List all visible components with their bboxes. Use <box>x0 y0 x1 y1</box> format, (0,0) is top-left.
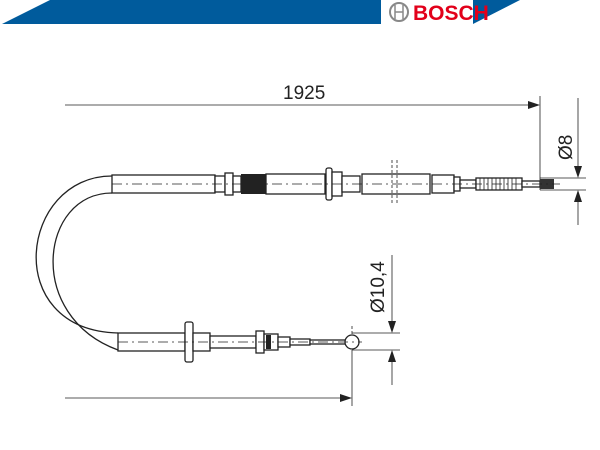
brand-name: BOSCH <box>413 2 489 25</box>
diameter-8-dimension: Ø8 <box>540 98 586 225</box>
diameter-10-4-label: Ø10,4 <box>368 261 389 313</box>
cable-sheath-curve <box>35 175 119 351</box>
diameter-10-4-dimension: Ø10,4 <box>352 255 400 385</box>
bottom-dimension-line <box>65 350 353 406</box>
length-dimension: 1925 <box>65 83 541 190</box>
bosch-logo: BOSCH <box>389 2 489 25</box>
diameter-8-label: Ø8 <box>556 135 577 160</box>
bottom-cable <box>117 321 362 363</box>
header-band: BOSCH <box>2 0 520 25</box>
top-cable <box>111 160 560 205</box>
length-label: 1925 <box>283 83 325 104</box>
